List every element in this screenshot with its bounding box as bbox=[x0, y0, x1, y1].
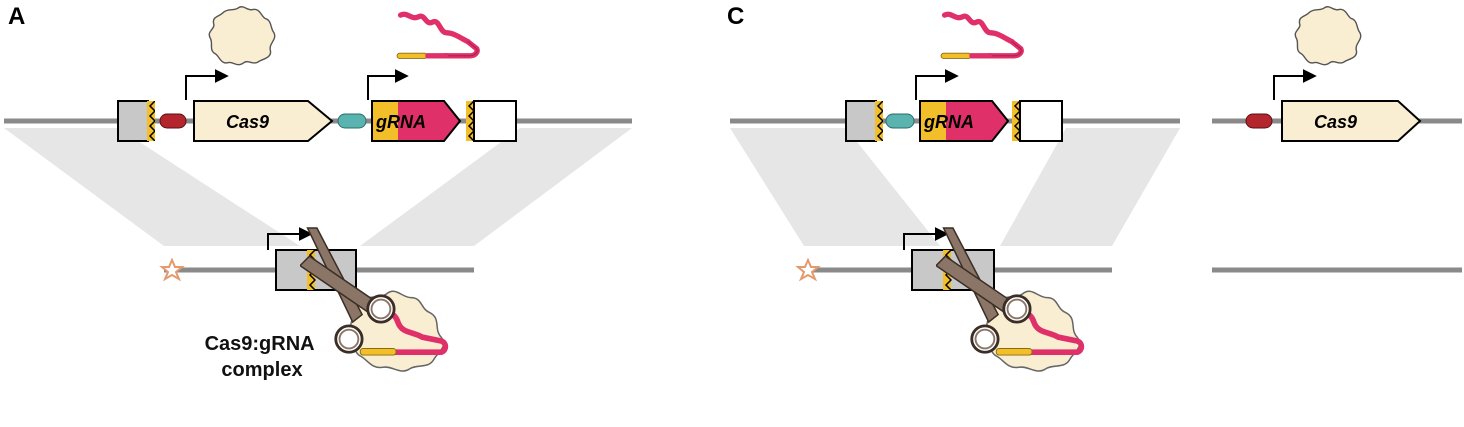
grna-gene-label: gRNA bbox=[375, 112, 426, 132]
homology-arm-left-c bbox=[845, 100, 877, 142]
cas9-protein-icon-c bbox=[1294, 6, 1362, 66]
homology-arm-right-c bbox=[1019, 100, 1063, 142]
cas9-gene-label: Cas9 bbox=[226, 112, 269, 132]
panel-a-label: A bbox=[8, 3, 25, 30]
promoter-element-c bbox=[1245, 113, 1273, 129]
cas9-grna-complex-icon-c bbox=[936, 228, 1081, 371]
grna-gene-label-c: gRNA bbox=[923, 112, 974, 132]
panel-a: A Cas9 gRNA Cas9:gRNA complex bbox=[4, 3, 632, 381]
homology-shade-left bbox=[4, 128, 300, 246]
star-marker-icon bbox=[159, 257, 185, 282]
cas9-gene-label-c: Cas9 bbox=[1314, 112, 1357, 132]
complex-caption: Cas9:gRNA complex bbox=[205, 333, 320, 381]
homology-shade-left-c bbox=[730, 128, 940, 246]
cas9-gene-box-c bbox=[1281, 100, 1422, 142]
star-marker-icon-c bbox=[795, 257, 821, 282]
panel-c: C gRNA Cas9 bbox=[727, 3, 1462, 371]
grna-promoter-arrow-c bbox=[915, 69, 959, 100]
cas9-grna-complex-icon bbox=[300, 228, 445, 371]
grna-molecule-icon bbox=[397, 14, 477, 58]
grna-molecule-icon-c bbox=[941, 14, 1021, 58]
grna-yellow-segment bbox=[372, 101, 398, 141]
homology-arm-left bbox=[117, 100, 149, 142]
terminator-element bbox=[337, 113, 367, 129]
cas9-protein-icon bbox=[208, 6, 276, 66]
grna-gene-box bbox=[398, 101, 460, 141]
grna-yellow-segment-c bbox=[920, 101, 946, 141]
homology-arm-right bbox=[473, 100, 517, 142]
target-promoter-arrow-c bbox=[903, 227, 949, 250]
target-promoter-arrow bbox=[267, 227, 313, 250]
cas9-promoter-arrow-c bbox=[1273, 69, 1317, 100]
cas9-promoter-arrow bbox=[185, 69, 229, 100]
homology-shade-right bbox=[360, 128, 632, 246]
homology-shade-right-c bbox=[1000, 128, 1180, 246]
grna-gene-box-c bbox=[946, 101, 1008, 141]
terminator-element-c bbox=[885, 113, 915, 129]
grna-promoter-arrow bbox=[367, 69, 409, 100]
panel-c-label: C bbox=[727, 3, 744, 30]
cas9-gene-box bbox=[193, 100, 334, 142]
promoter-element bbox=[159, 113, 187, 129]
